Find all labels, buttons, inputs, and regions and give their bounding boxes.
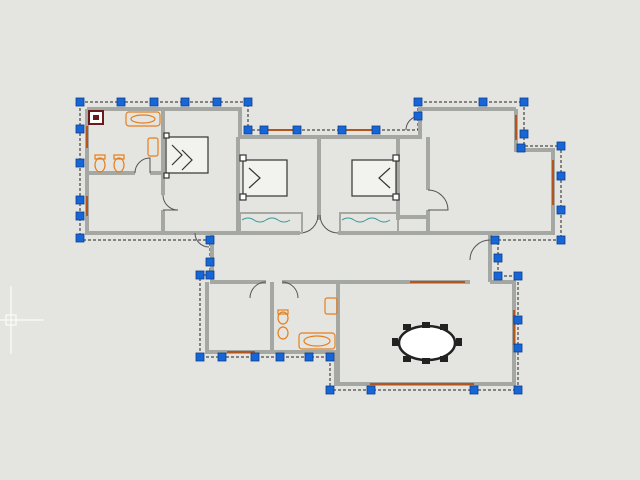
grip-handle[interactable] (513, 271, 523, 281)
closet-pattern (241, 217, 391, 223)
grip-handle[interactable] (195, 270, 205, 280)
grip-handle[interactable] (304, 352, 314, 362)
master-bathroom-fixtures (94, 111, 161, 173)
common-bathroom-fixtures (277, 297, 338, 350)
grip-handle[interactable] (180, 97, 190, 107)
dining-table (392, 322, 462, 364)
grip-handle[interactable] (250, 352, 260, 362)
grip-handle[interactable] (493, 253, 503, 263)
grip-handle[interactable] (75, 124, 85, 134)
grip-handle[interactable] (516, 143, 526, 153)
bathtub-master (125, 111, 161, 127)
fireplace-icon (88, 110, 104, 125)
grip-handle[interactable] (275, 352, 285, 362)
grip-handle[interactable] (75, 195, 85, 205)
grip-handle[interactable] (205, 235, 215, 245)
grip-handle[interactable] (217, 352, 227, 362)
grip-handle[interactable] (413, 111, 423, 121)
grip-handle[interactable] (75, 158, 85, 168)
grip-handle[interactable] (519, 97, 529, 107)
grip-handle[interactable] (212, 97, 222, 107)
grip-handle[interactable] (195, 352, 205, 362)
grip-handle[interactable] (205, 257, 215, 267)
grip-handle[interactable] (556, 141, 566, 151)
grip-handle[interactable] (75, 97, 85, 107)
grip-handle[interactable] (243, 125, 253, 135)
grip-handle[interactable] (513, 385, 523, 395)
grip-handle[interactable] (243, 97, 253, 107)
grip-handle[interactable] (337, 125, 347, 135)
toilet-master-1 (94, 157, 106, 173)
grip-handle[interactable] (556, 235, 566, 245)
grip-handle[interactable] (149, 97, 159, 107)
grip-handle[interactable] (413, 97, 423, 107)
grip-handle[interactable] (205, 270, 215, 280)
grip-handle[interactable] (116, 97, 126, 107)
sink-master (147, 137, 159, 157)
bed-3 (351, 154, 400, 201)
grip-handle[interactable] (469, 385, 479, 395)
walls (85, 107, 555, 386)
grip-handle[interactable] (513, 315, 523, 325)
grip-handle[interactable] (75, 211, 85, 221)
grip-handle[interactable] (75, 233, 85, 243)
grip-handle[interactable] (366, 385, 376, 395)
closet-outline (239, 212, 399, 234)
grip-handle[interactable] (556, 171, 566, 181)
grip-handle[interactable] (519, 129, 529, 139)
grip-handle[interactable] (325, 352, 335, 362)
grip-handle[interactable] (513, 343, 523, 353)
bed-2 (239, 154, 288, 201)
selection-grips[interactable] (75, 97, 566, 395)
grip-handle[interactable] (292, 125, 302, 135)
toilet-master-2 (113, 157, 125, 173)
grip-handle[interactable] (371, 125, 381, 135)
toilet-common-1 (277, 311, 289, 325)
grip-handle[interactable] (259, 125, 269, 135)
grip-handle[interactable] (478, 97, 488, 107)
sink-common (324, 297, 338, 315)
grip-handle[interactable] (556, 205, 566, 215)
crosshair-cursor (0, 286, 44, 354)
grip-handle[interactable] (325, 385, 335, 395)
bathtub-common (298, 332, 336, 350)
grip-handle[interactable] (493, 271, 503, 281)
bed-master (163, 132, 209, 179)
toilet-common-2 (277, 326, 289, 340)
grip-handle[interactable] (490, 235, 500, 245)
